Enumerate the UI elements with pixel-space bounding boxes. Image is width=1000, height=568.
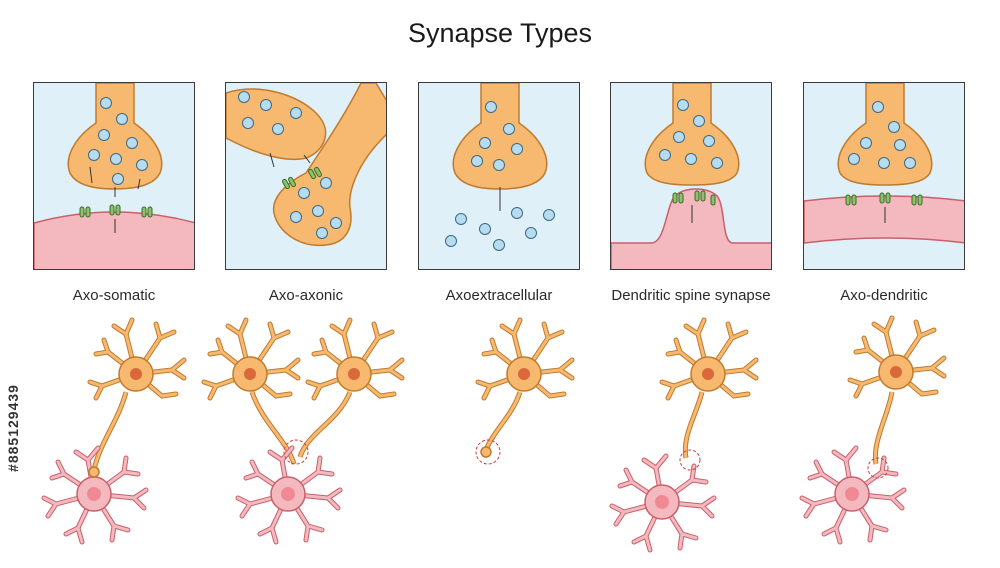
- neuron-axoextracellular: [475, 320, 572, 465]
- synapse-panel-axo-somatic: [33, 82, 195, 270]
- caption-dendritic-spine: Dendritic spine synapse: [611, 287, 771, 304]
- caption-axo-dendritic: Axo-dendritic: [840, 287, 928, 304]
- synapse-panel-axoextracellular: [418, 82, 580, 270]
- synapse-panel-dendritic-spine: [610, 82, 772, 270]
- caption-axo-somatic: Axo-somatic: [72, 287, 156, 304]
- neuron-pair-axo-axonic: [204, 320, 402, 542]
- diagram-title: Synapse Types: [407, 18, 593, 48]
- caption-axo-axonic: Axo-axonic: [268, 287, 344, 304]
- neuron-pair-axo-somatic: [44, 320, 184, 542]
- synapse-panel-axo-dendritic: [803, 82, 965, 270]
- synapse-panel-axo-axonic: [225, 82, 387, 270]
- neuron-pair-dendritic-spine: [612, 320, 756, 550]
- caption-axoextracellular: Axoextracellular: [445, 287, 553, 304]
- neuron-pair-axo-dendritic: [802, 318, 944, 542]
- neuron-illustrations: [0, 312, 1000, 568]
